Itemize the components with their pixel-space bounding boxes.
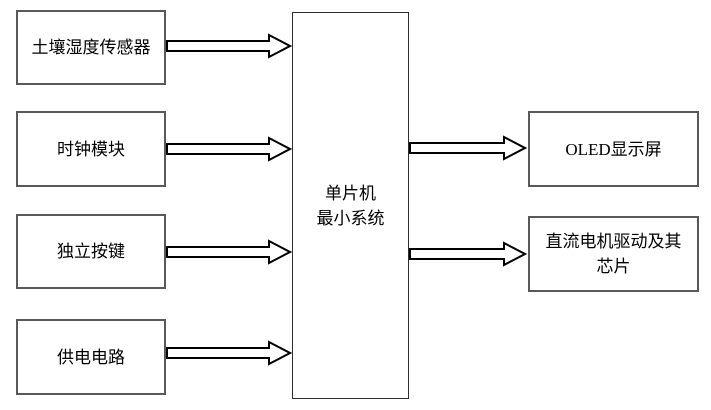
- block-independent-keys: 独立按键: [16, 214, 166, 289]
- block-label: 土壤湿度传感器: [31, 38, 151, 57]
- flow-arrow-right-icon: [409, 135, 527, 161]
- block-mcu-minimum-system: 单片机 最小系统: [292, 12, 409, 399]
- block-label: OLED显示屏: [565, 139, 662, 159]
- block-label-line: 芯片: [596, 257, 631, 276]
- block-label-line: 最小系统: [316, 208, 385, 228]
- block-label-line: 单片机: [325, 183, 376, 203]
- block-dc-motor-driver: 直流电机驱动及其 芯片: [528, 216, 699, 292]
- block-soil-moisture-sensor: 土壤湿度传感器: [16, 10, 166, 85]
- flow-arrow-right-icon: [166, 136, 292, 162]
- block-label: 独立按键: [57, 242, 125, 261]
- flow-arrow-right-icon: [166, 239, 292, 265]
- flow-arrow-right-icon: [409, 241, 527, 267]
- flow-arrow-right-icon: [166, 33, 292, 59]
- flow-arrow-right-icon: [166, 340, 292, 366]
- block-label-line: 直流电机驱动及其: [545, 232, 682, 251]
- block-label: 供电电路: [57, 347, 125, 367]
- block-label: 时钟模块: [57, 139, 125, 159]
- block-clock-module: 时钟模块: [16, 111, 166, 187]
- block-power-supply-circuit: 供电电路: [16, 319, 166, 395]
- block-oled-display: OLED显示屏: [528, 111, 699, 187]
